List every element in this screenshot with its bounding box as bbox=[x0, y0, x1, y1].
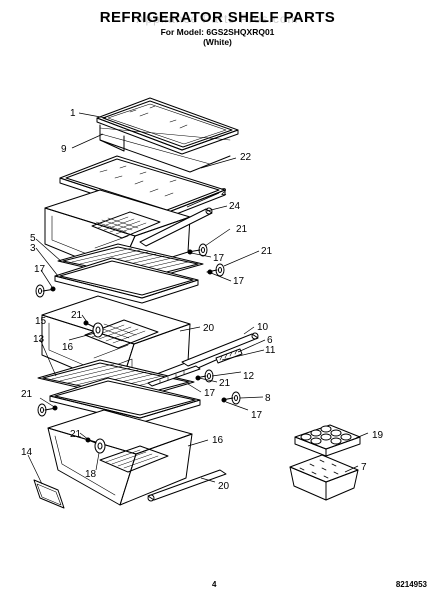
callout-9: 9 bbox=[61, 144, 67, 155]
callout-21: 21 bbox=[71, 310, 83, 321]
part-8-slide-rail bbox=[147, 365, 201, 387]
callout-21: 21 bbox=[219, 378, 231, 389]
callout-21: 21 bbox=[70, 429, 82, 440]
part-1-glass-shelf bbox=[96, 97, 239, 155]
callout-17: 17 bbox=[204, 388, 216, 399]
callout-17: 17 bbox=[251, 410, 263, 421]
part-19-rod bbox=[147, 469, 227, 502]
callout-5: 5 bbox=[30, 233, 36, 244]
callout-2: 2 bbox=[221, 187, 227, 198]
part-13-rod bbox=[181, 332, 259, 367]
callout-15: 15 bbox=[35, 316, 47, 327]
callout-24: 24 bbox=[229, 201, 241, 212]
callout-3: 3 bbox=[30, 243, 36, 254]
roller-upper-left bbox=[83, 320, 104, 338]
callout-20: 20 bbox=[203, 323, 215, 334]
fasteners-lower-left bbox=[37, 403, 58, 417]
model-number: For Model: 6GS2SHQXRQ01 bbox=[160, 27, 275, 37]
fasteners-upper-right bbox=[187, 243, 225, 277]
callout-22: 22 bbox=[240, 152, 252, 163]
part-5-3-cover-assembly bbox=[54, 243, 204, 304]
callout-17: 17 bbox=[233, 276, 245, 287]
callout-6: 6 bbox=[267, 335, 273, 346]
callout-21: 21 bbox=[236, 224, 248, 235]
page-title: REFRIGERATOR SHELF PARTS bbox=[99, 9, 336, 26]
part-15-egg-tray bbox=[289, 454, 359, 501]
callout-16: 16 bbox=[62, 342, 74, 353]
part-6-cover-assembly bbox=[37, 359, 201, 424]
watermark: Appliance Parts Pros.com bbox=[136, 12, 299, 26]
callout-20: 20 bbox=[218, 481, 230, 492]
part-11-12-bracket bbox=[197, 348, 243, 369]
callout-10: 10 bbox=[257, 322, 269, 333]
part-7-egg-lid bbox=[294, 424, 361, 457]
callout-17: 17 bbox=[34, 264, 46, 275]
callout-14: 14 bbox=[21, 447, 33, 458]
part-14-pan-drawer bbox=[47, 409, 193, 506]
fasteners-upper-left bbox=[35, 284, 56, 298]
document-number: 8214953 bbox=[395, 580, 427, 589]
part-24-rod bbox=[139, 207, 213, 247]
callout-8: 8 bbox=[265, 393, 271, 404]
part-9-shelf-frame bbox=[99, 124, 231, 173]
roller-lower-left bbox=[85, 437, 106, 454]
page-number: 4 bbox=[212, 580, 217, 589]
callout-12: 12 bbox=[243, 371, 255, 382]
callout-7: 7 bbox=[361, 462, 367, 473]
part-18-label-card bbox=[33, 479, 65, 509]
callout-17: 17 bbox=[213, 253, 225, 264]
callout-16: 16 bbox=[212, 435, 224, 446]
callout-19: 19 bbox=[372, 430, 384, 441]
callout-21: 21 bbox=[21, 389, 33, 400]
model-color: (White) bbox=[203, 37, 232, 47]
callout-11: 11 bbox=[265, 345, 276, 356]
callout-1: 1 bbox=[70, 108, 76, 119]
callout-18: 18 bbox=[85, 469, 97, 480]
callout-21: 21 bbox=[261, 246, 273, 257]
callout-13: 13 bbox=[33, 334, 45, 345]
